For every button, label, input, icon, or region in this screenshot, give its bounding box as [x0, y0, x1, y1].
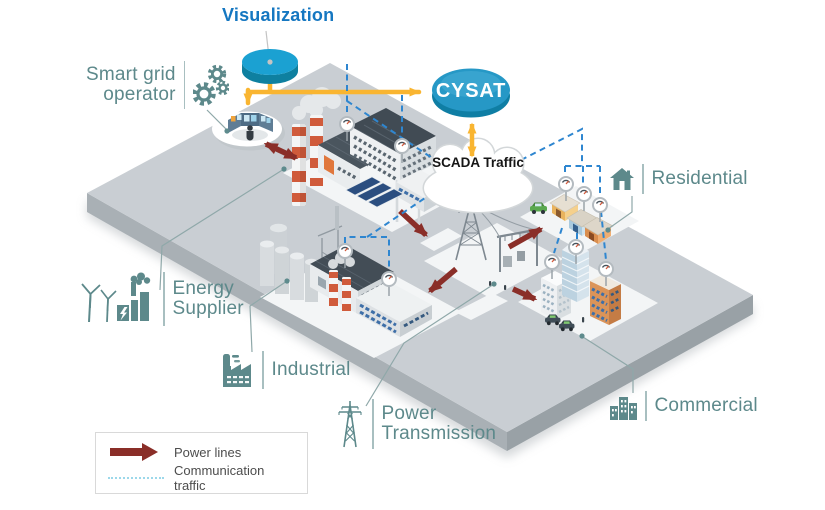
solar-array [345, 176, 404, 208]
power-transmission-label: Power Transmission [336, 399, 496, 449]
smart-grid-line1: Smart grid [86, 64, 176, 86]
smart-grid-line2: operator [103, 84, 176, 105]
visualization-label-text: Visualization [222, 5, 335, 25]
label-divider [372, 399, 374, 449]
legend-communication-label: Communication traffic [174, 463, 265, 493]
visualization-disc [242, 30, 298, 84]
residential-houses [530, 194, 614, 244]
industrial-facility [260, 206, 432, 337]
house [549, 194, 581, 221]
electric-car [530, 202, 547, 214]
energy-supplier-line1: Energy [172, 278, 234, 300]
gears-icon [193, 64, 230, 106]
chimney-1 [292, 124, 306, 206]
leader-lines [159, 109, 634, 407]
industrial-label-text: Industrial [271, 359, 351, 381]
label-divider [645, 391, 647, 421]
residential-label: Residential [610, 164, 748, 194]
commercial-label-text: Commercial [654, 395, 758, 417]
industrial-label: Industrial [220, 351, 351, 389]
storage-tanks [260, 223, 318, 302]
label-divider [262, 351, 264, 389]
power-transmission-line2: Transmission [381, 423, 497, 444]
label-divider [183, 61, 186, 109]
energy-supplier-icon [81, 272, 151, 323]
legend-power-lines-label: Power lines [174, 444, 242, 460]
house-icon [610, 167, 634, 190]
visualization-label: Visualization [222, 6, 334, 25]
car [559, 320, 575, 332]
communication-lines [344, 64, 607, 271]
glass-tower [561, 241, 590, 302]
scada-traffic-label: SCADA Traffic [432, 155, 524, 170]
power-line-arrows [263, 141, 544, 302]
industrial-annex [356, 281, 432, 337]
energy-supplier-label: Energy Supplier [77, 272, 244, 326]
communication-dotted-line-icon [108, 477, 164, 479]
city-buildings-icon [610, 396, 637, 420]
power-line-arrow-icon [108, 441, 164, 463]
commercial-label: Commercial [610, 391, 758, 421]
leader-dots [224, 128, 611, 339]
power-transmission-line1: Power [381, 403, 437, 425]
car [545, 314, 561, 326]
house [582, 217, 614, 244]
factory-icon [223, 354, 251, 387]
smart-grid-operator-label: Smart grid operator [86, 61, 230, 109]
legend-communication: Communication traffic [108, 463, 295, 493]
small-chimneys [329, 270, 351, 315]
cysat-label: CYSAT [436, 80, 506, 102]
cysat-node: CYSAT [432, 68, 510, 118]
legend-power-lines: Power lines [108, 441, 295, 463]
legend: Power lines Communication traffic [95, 432, 308, 494]
residential-label-text: Residential [651, 168, 748, 190]
label-divider [163, 272, 165, 326]
transmission-tower-icon [338, 401, 362, 448]
label-divider [642, 164, 644, 194]
energy-supplier-line2: Supplier [172, 298, 244, 319]
scada-cloud: SCADA Traffic [422, 137, 534, 214]
